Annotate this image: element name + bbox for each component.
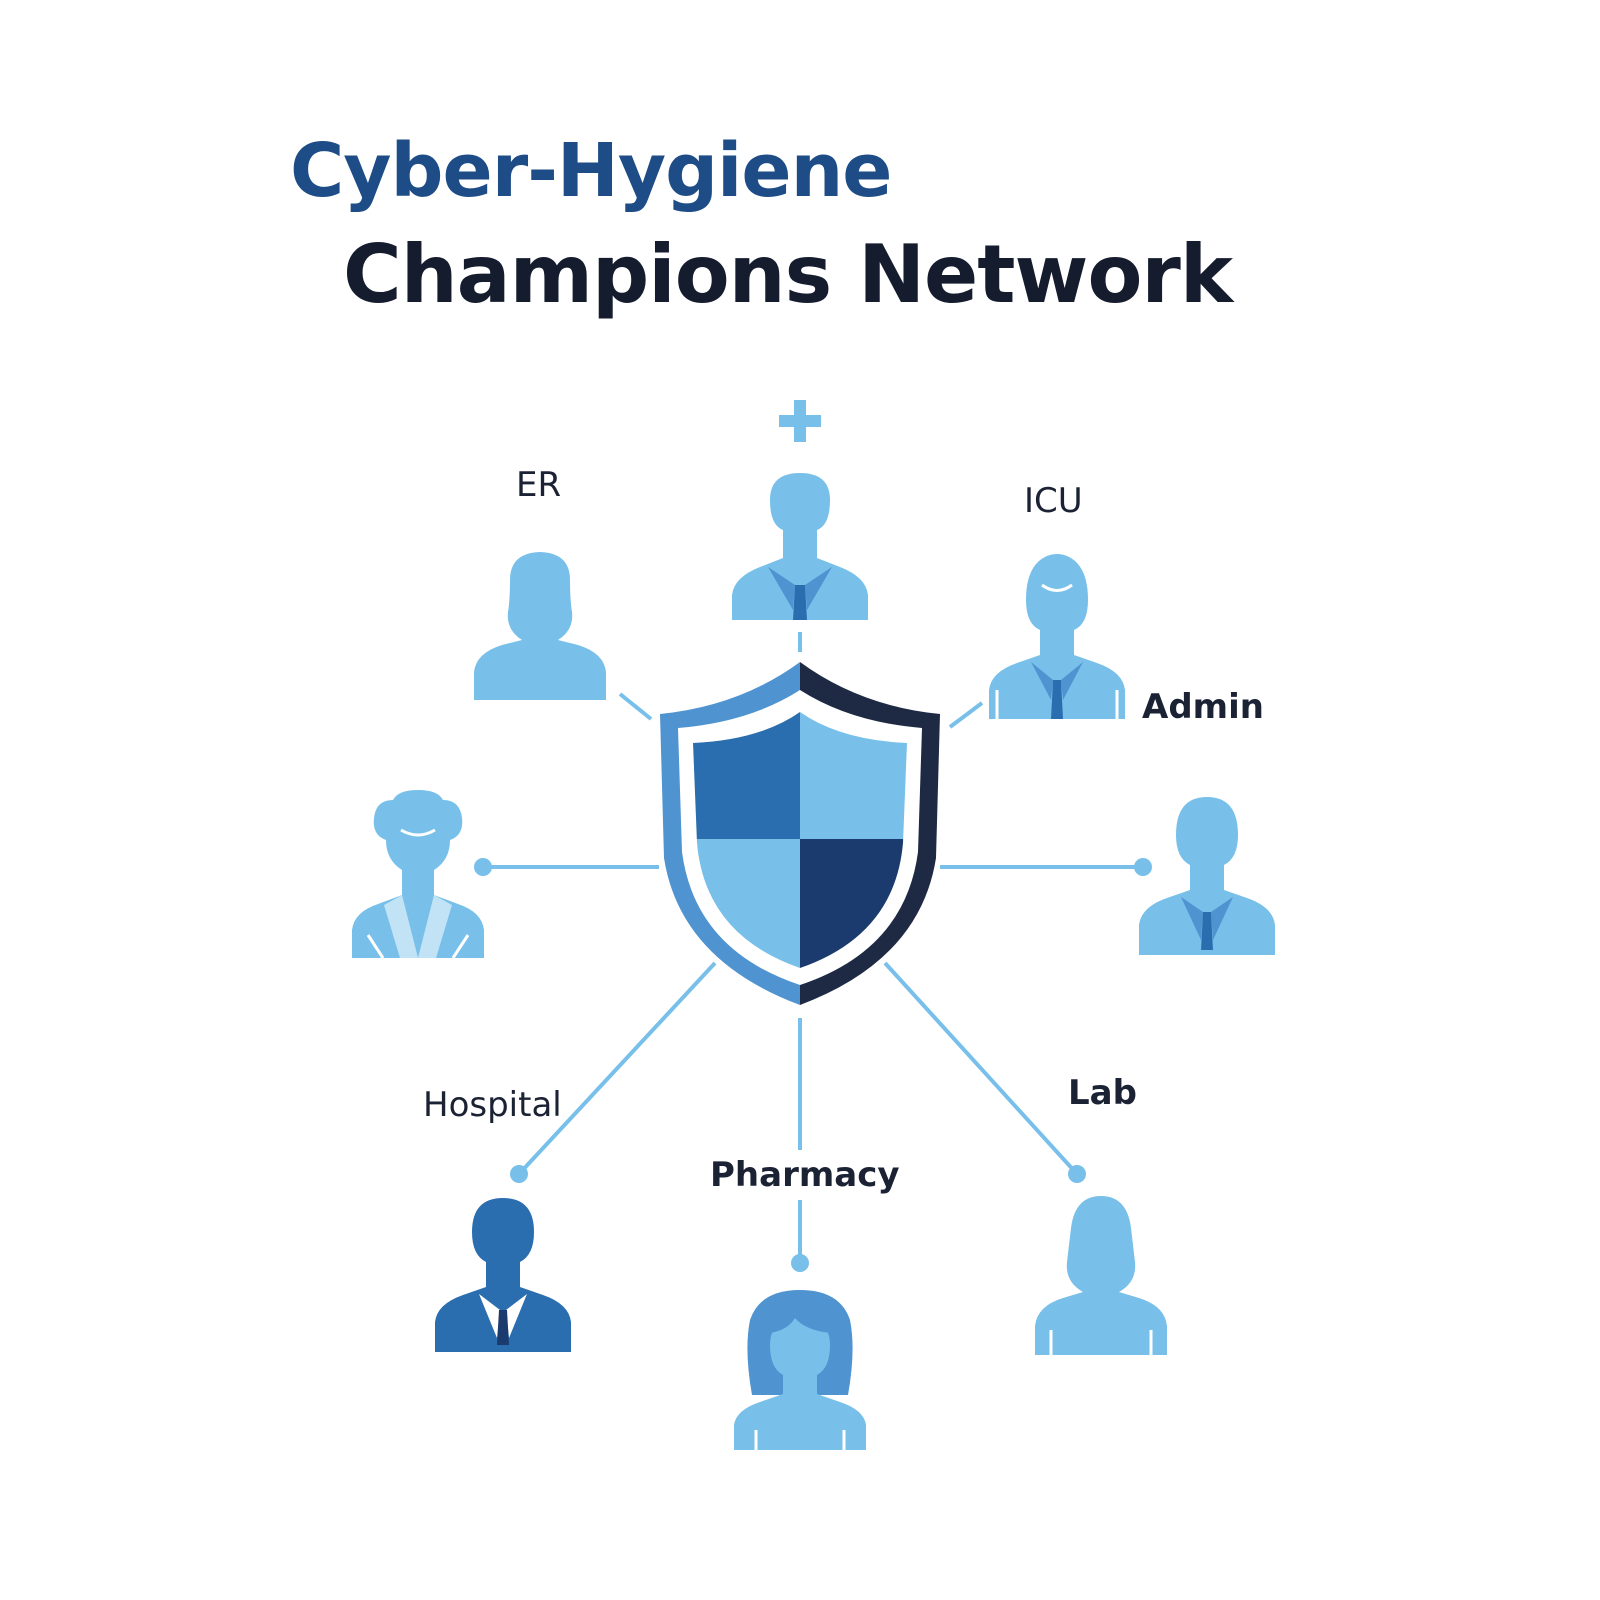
person-icon-er: [474, 552, 606, 700]
connector-line-bottom-right: [883, 961, 1079, 1176]
person-icon-lab: [1035, 1196, 1167, 1355]
label-hospital: Hospital: [423, 1085, 562, 1125]
connector-node-bottom-left: [510, 1165, 528, 1183]
person-icon-pharmacy: [734, 1290, 866, 1450]
connector-line-top-left: [618, 692, 653, 721]
label-pharmacy: Pharmacy: [710, 1155, 900, 1195]
connector-node-left: [474, 858, 492, 876]
label-icu: ICU: [1024, 481, 1083, 521]
person-icon-hospital: [435, 1198, 571, 1352]
person-icon-left: [352, 790, 484, 959]
connector-node-bottom: [791, 1254, 809, 1272]
shield-icon: [660, 662, 940, 1005]
person-icon-right: [1139, 797, 1275, 955]
medical-cross-icon: [779, 400, 821, 442]
person-icon-icu: [989, 554, 1125, 719]
title-line-1: Cyber-Hygiene: [290, 128, 892, 214]
label-lab: Lab: [1068, 1073, 1137, 1113]
connector-node-right: [1134, 858, 1152, 876]
person-icon-top: [732, 473, 868, 620]
label-admin: Admin: [1142, 687, 1264, 727]
connector-node-bottom-right: [1068, 1165, 1086, 1183]
label-er: ER: [516, 465, 562, 505]
connector-line-bottom-left: [517, 961, 717, 1176]
title-line-2: Champions Network: [343, 228, 1233, 321]
connector-line-top-right: [948, 701, 984, 729]
